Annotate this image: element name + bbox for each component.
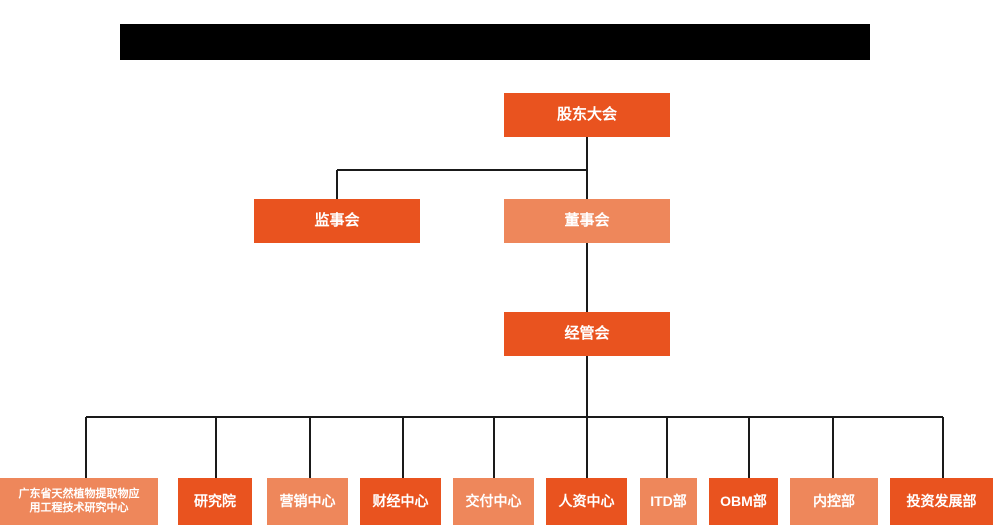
org-node-research-institute[interactable]: 研究院 [178,478,252,525]
org-node-label: 监事会 [314,211,360,229]
org-node-shareholders[interactable]: 股东大会 [504,93,670,137]
org-node-label: 董事会 [564,211,610,229]
org-node-gd-research-center[interactable]: 广东省天然植物提取物应 用工程技术研究中心 [0,478,158,525]
org-node-management[interactable]: 经管会 [504,312,670,356]
org-node-label: 经管会 [564,324,610,342]
org-node-directors[interactable]: 董事会 [504,199,670,243]
org-node-label: ITD部 [650,492,687,509]
org-node-hr-center[interactable]: 人资中心 [546,478,627,525]
org-node-label: 内控部 [813,492,855,509]
org-node-label: 股东大会 [556,105,617,123]
org-node-label: 交付中心 [465,492,522,509]
org-node-delivery-center[interactable]: 交付中心 [453,478,534,525]
org-node-marketing-center[interactable]: 营销中心 [267,478,348,525]
org-node-label: 财经中心 [372,492,429,509]
org-node-label: 研究院 [194,492,236,509]
org-node-obm-dept[interactable]: OBM部 [709,478,778,525]
redacted-title-bar [120,24,870,60]
org-node-supervisors[interactable]: 监事会 [254,199,420,243]
org-node-label: 人资中心 [558,492,615,509]
org-node-itd-dept[interactable]: ITD部 [640,478,697,525]
org-node-investment-dev-dept[interactable]: 投资发展部 [890,478,993,525]
org-node-label: 广东省天然植物提取物应 用工程技术研究中心 [18,487,140,514]
org-node-label: 营销中心 [279,492,336,509]
org-node-label: OBM部 [720,492,767,509]
org-node-internal-control-dept[interactable]: 内控部 [790,478,878,525]
org-node-finance-center[interactable]: 财经中心 [360,478,441,525]
org-node-label: 投资发展部 [906,492,977,509]
